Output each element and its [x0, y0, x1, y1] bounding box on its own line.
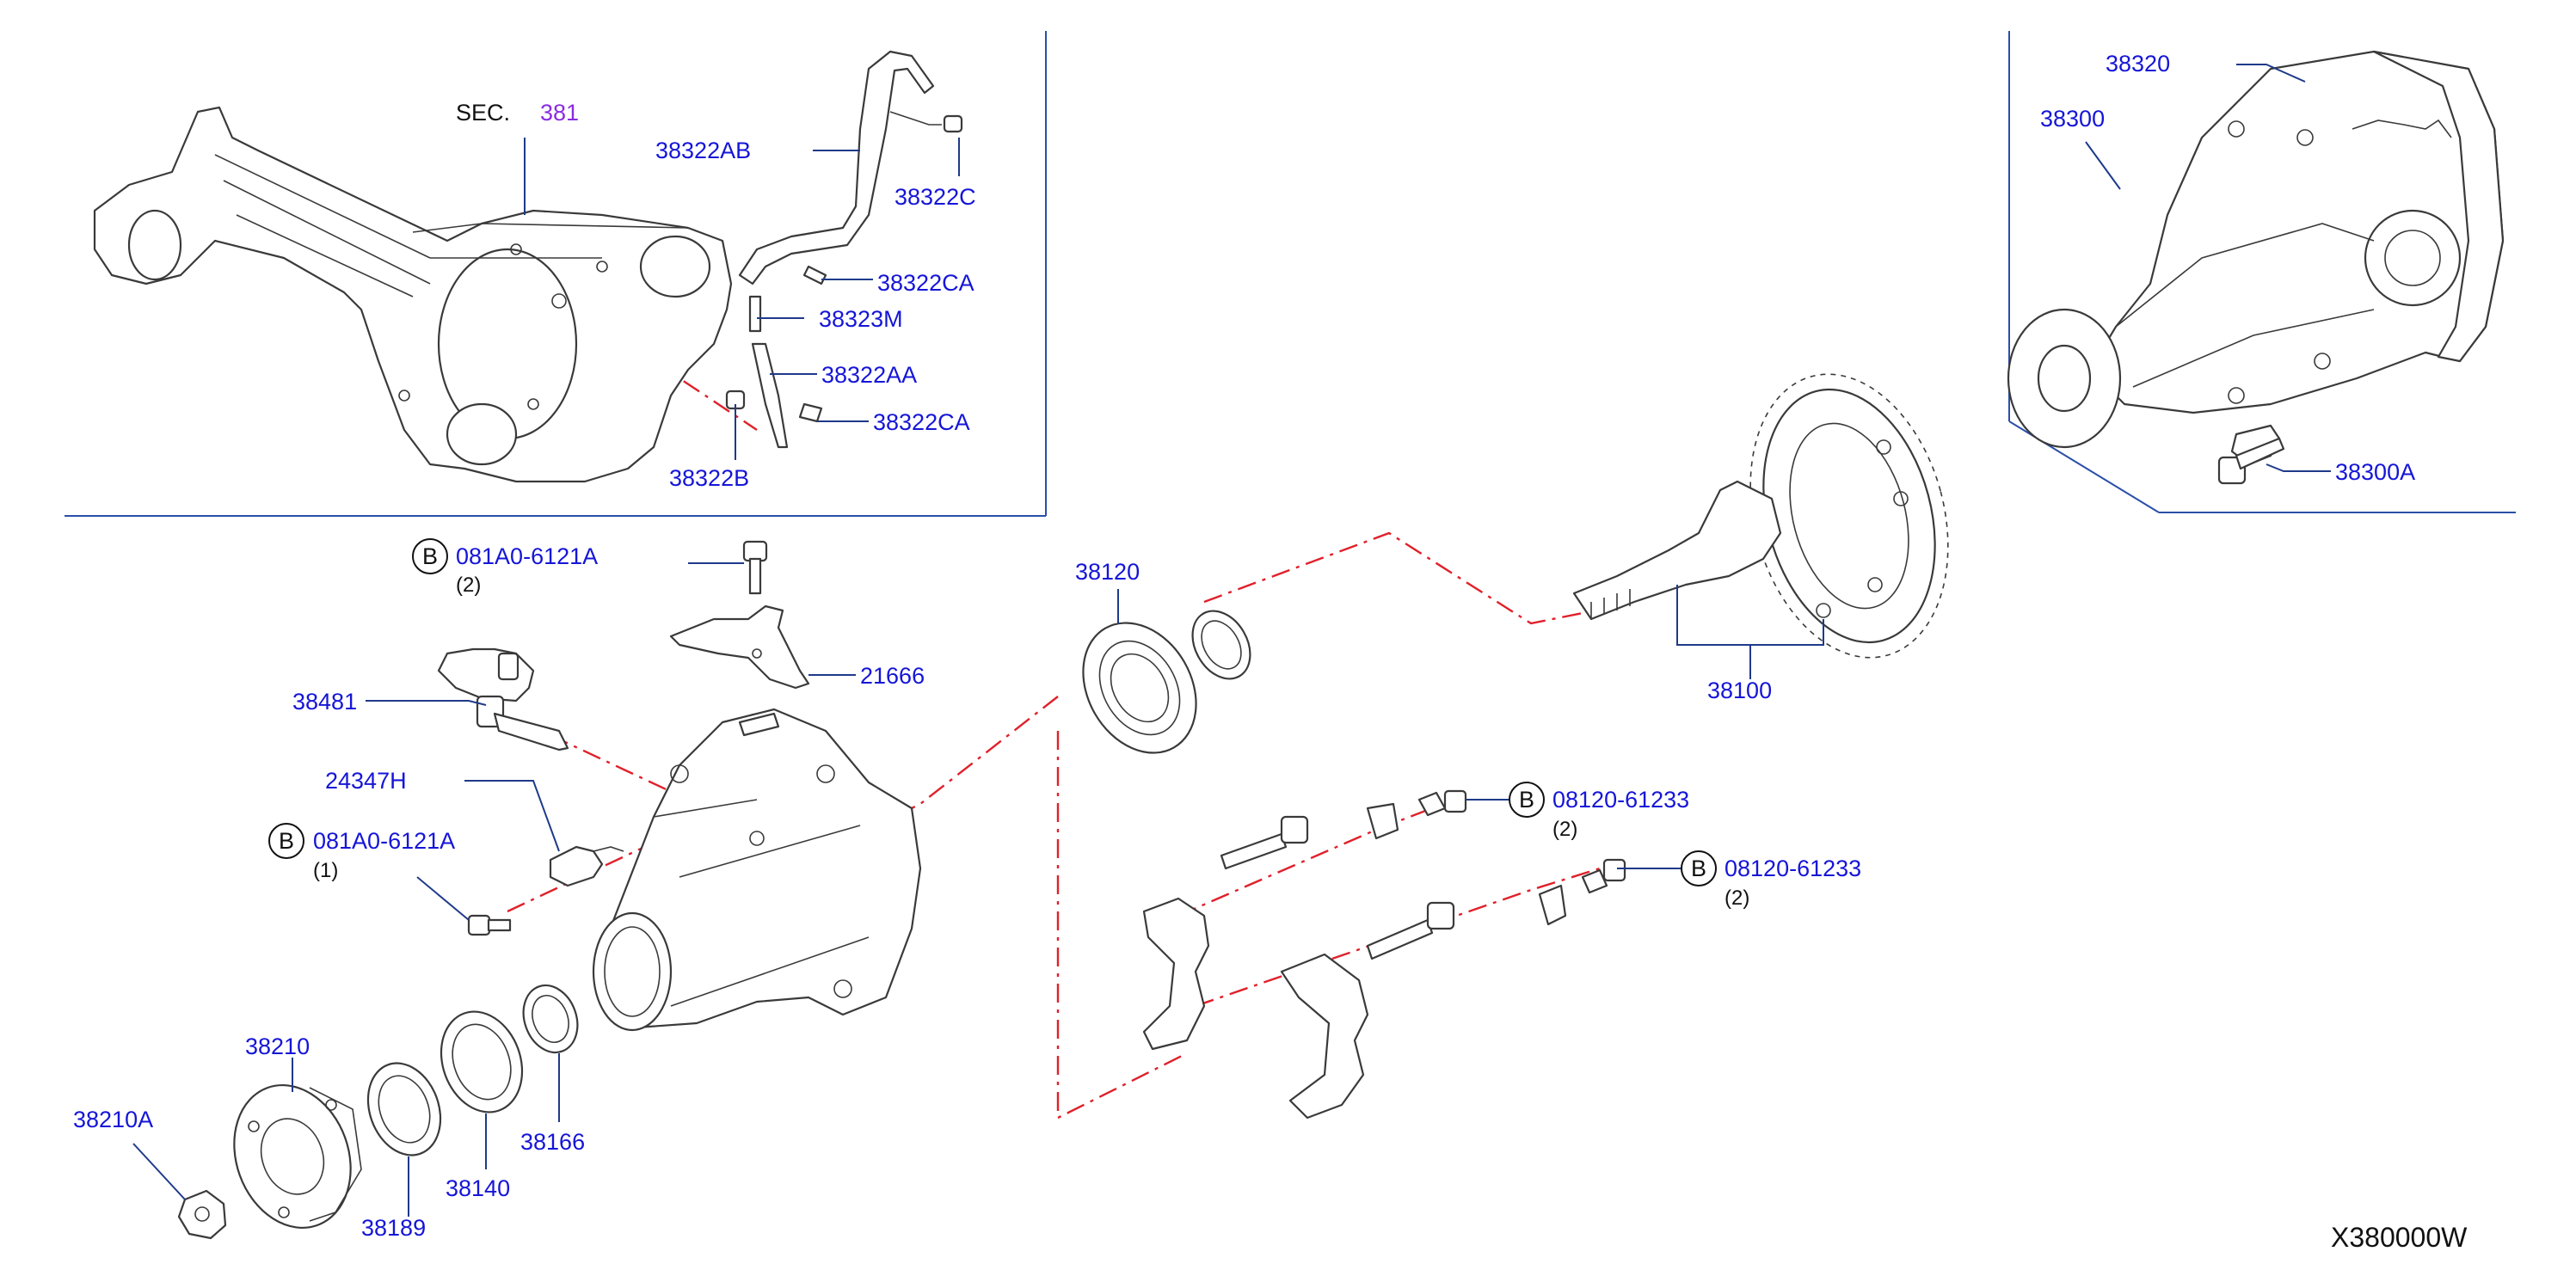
part-label-38140[interactable]: 38140	[446, 1175, 510, 1201]
bolt-marker-081A0-1: B	[279, 828, 294, 854]
part-label-38322AA[interactable]: 38322AA	[821, 362, 917, 388]
part-label-38100[interactable]: 38100	[1707, 678, 1772, 703]
bearing-caps-drawing	[1142, 789, 1626, 1120]
bolt-markers: B B B B	[268, 538, 1717, 886]
part-label-38166[interactable]: 38166	[520, 1129, 585, 1155]
part-label-08120-61233-lower[interactable]: 08120-61233	[1725, 856, 1861, 881]
part-label-38120[interactable]: 38120	[1075, 559, 1140, 585]
part-label-38323M[interactable]: 38323M	[819, 306, 903, 332]
flange-and-bearings-drawing	[177, 984, 579, 1240]
bolt-marker-08120-a: B	[1519, 787, 1534, 813]
part-labels: 38322AB 38322C 38322CA 38323M 38322AA 38…	[73, 51, 2415, 1241]
part-label-24347H[interactable]: 24347H	[325, 768, 407, 794]
qty-081A0-6121A-lower: (1)	[313, 859, 338, 882]
sensor-drawing	[437, 647, 624, 936]
axle-assembly-drawing	[93, 106, 733, 483]
part-label-081A0-6121A-lower[interactable]: 081A0-6121A	[313, 828, 455, 854]
qty-081A0-6121A-top: (2)	[456, 574, 481, 597]
part-label-38481[interactable]: 38481	[292, 689, 357, 715]
bolt-marker-08120-b: B	[1691, 856, 1706, 881]
diagram-code: X380000W	[2331, 1222, 2468, 1253]
carrier-assembly-drawing	[2007, 50, 2505, 466]
section-number-link[interactable]: 381	[540, 100, 579, 126]
bolt-38300A-drawing	[2217, 437, 2285, 485]
bolt-marker-081A0-2: B	[422, 543, 438, 569]
part-label-38300A[interactable]: 38300A	[2335, 459, 2415, 485]
differential-housing-drawing	[592, 708, 922, 1032]
part-label-081A0-6121A-top[interactable]: 081A0-6121A	[456, 543, 598, 569]
qty-08120-61233-upper: (2)	[1552, 818, 1577, 841]
part-label-38322CA-lower[interactable]: 38322CA	[873, 409, 970, 435]
part-label-21666[interactable]: 21666	[860, 663, 925, 689]
bearing-38120-drawing	[1082, 610, 1251, 754]
part-label-38210[interactable]: 38210	[245, 1034, 310, 1059]
section-reference: SEC. 381	[456, 100, 579, 126]
part-label-38322C[interactable]: 38322C	[895, 184, 976, 210]
ring-pinion-gear-drawing	[1572, 373, 1949, 659]
bracket-drawing	[669, 540, 810, 690]
part-label-38322CA-upper[interactable]: 38322CA	[877, 270, 974, 296]
part-label-08120-61233-upper[interactable]: 08120-61233	[1552, 787, 1689, 813]
part-label-38320[interactable]: 38320	[2106, 51, 2170, 77]
part-label-38322B[interactable]: 38322B	[669, 465, 749, 491]
part-label-38322AB[interactable]: 38322AB	[655, 138, 751, 163]
part-label-38189[interactable]: 38189	[361, 1215, 426, 1241]
leader-lines	[132, 64, 2331, 1217]
section-prefix: SEC.	[456, 100, 510, 126]
breather-hose-drawing	[725, 50, 963, 449]
part-label-38210A[interactable]: 38210A	[73, 1107, 153, 1132]
qty-08120-61233-lower: (2)	[1725, 886, 1749, 910]
part-label-38300[interactable]: 38300	[2040, 106, 2105, 132]
